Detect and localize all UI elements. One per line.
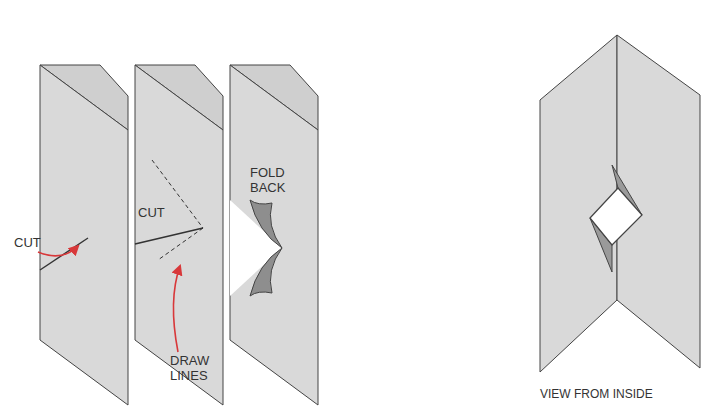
open-card — [540, 35, 700, 372]
folded-card — [38, 65, 128, 405]
step-label: CUT — [14, 236, 41, 251]
step-label: FOLD BACK — [250, 166, 285, 196]
folded-card — [135, 65, 223, 405]
view-caption: VIEW FROM INSIDE — [540, 388, 653, 402]
step-label: DRAW LINES — [170, 354, 209, 384]
step-label: CUT — [138, 206, 165, 221]
folded-card — [230, 65, 318, 405]
